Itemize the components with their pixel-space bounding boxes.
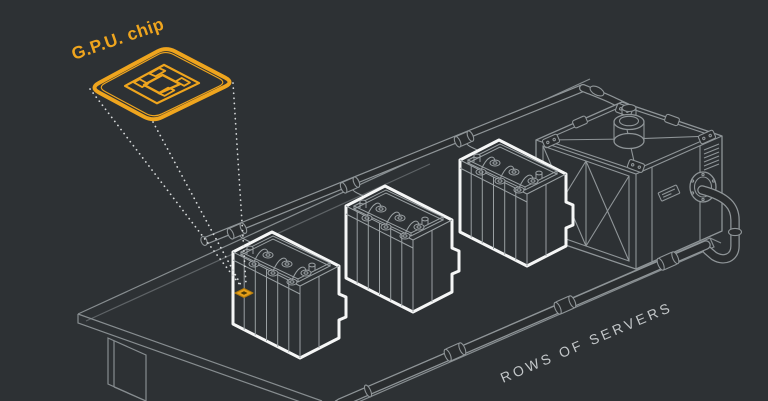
pipe-coupling: [656, 251, 680, 271]
pipe-coupling: [553, 295, 577, 315]
gpu-die-pattern: [123, 63, 201, 105]
platform-front-edge: [77, 313, 323, 401]
machine-label: [657, 184, 681, 202]
pipe-flange: [589, 85, 605, 97]
gpu-chip-icon: [92, 47, 232, 122]
front-pipe: [335, 240, 711, 401]
projection-dotted-lines: [89, 82, 247, 288]
pipe-collar: [727, 227, 743, 237]
machine-inlet-cylinder: [613, 103, 645, 150]
chip-location-marker: [234, 288, 254, 298]
platform-leg-inner: [113, 341, 147, 401]
pipe-coupling: [363, 384, 373, 398]
platform-leg: [107, 337, 147, 401]
pipe-coupling: [443, 342, 467, 362]
machine-outlet-pipe: [697, 185, 743, 264]
background-pipe: [200, 84, 631, 246]
